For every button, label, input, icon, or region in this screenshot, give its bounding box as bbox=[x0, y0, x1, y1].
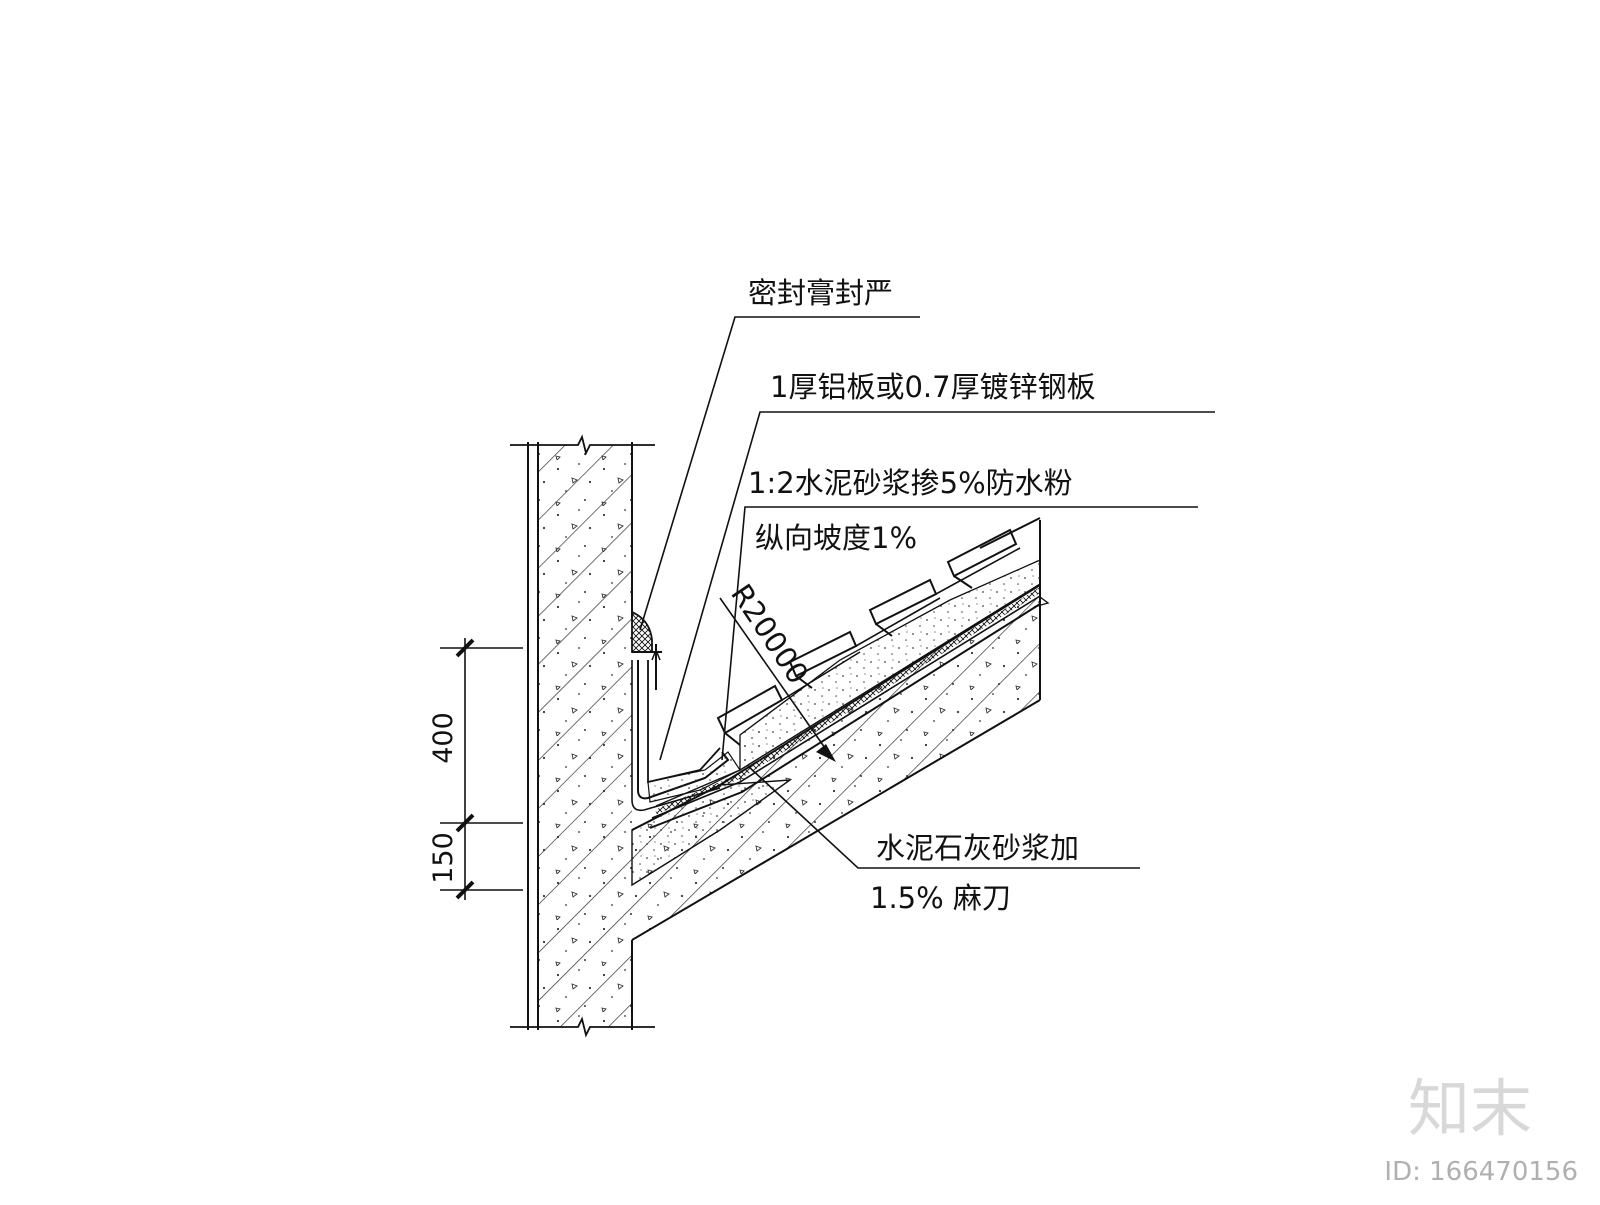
label-radius: R20000 bbox=[724, 578, 815, 690]
tile-underline bbox=[781, 547, 1021, 701]
wall-speckle bbox=[538, 445, 632, 1027]
roof-tiles bbox=[716, 517, 1041, 746]
tile-laps bbox=[724, 575, 973, 746]
gutter-flashing bbox=[631, 660, 741, 812]
tile-top-edge bbox=[979, 517, 1041, 549]
gutter-mortar-bed bbox=[647, 751, 741, 803]
dim-upper-value: 400 bbox=[428, 712, 459, 764]
label-flashing: 1厚铝板或0.7厚镀锌钢板 bbox=[770, 370, 1096, 404]
dim-tick-top bbox=[455, 638, 475, 658]
dim-tick-mid bbox=[455, 813, 475, 833]
watermark-logo: 知末 bbox=[1408, 1072, 1532, 1145]
concrete-wall bbox=[510, 434, 655, 1038]
leader-lines bbox=[639, 316, 1215, 869]
tile-4 bbox=[946, 528, 1018, 578]
slab-speckle bbox=[632, 585, 1040, 940]
leader-mortar bbox=[721, 506, 1198, 761]
break-line-bottom bbox=[510, 1016, 655, 1038]
dim-lower-value: 150 bbox=[428, 832, 459, 884]
fixing-head bbox=[651, 647, 661, 661]
dimension-chain bbox=[440, 638, 523, 900]
membrane-line-1 bbox=[649, 603, 1041, 829]
flashing-back bbox=[631, 660, 721, 812]
watermark-id: ID: 166470156 bbox=[1384, 1157, 1578, 1187]
sealant-joint bbox=[631, 610, 662, 690]
sealant-blob bbox=[631, 610, 653, 653]
screed-edge bbox=[740, 728, 760, 770]
break-line-top bbox=[510, 434, 655, 456]
label-lime-mortar-2: 1.5% 麻刀 bbox=[870, 881, 1011, 915]
leader-lime bbox=[747, 765, 1140, 869]
label-sealant: 密封膏封严 bbox=[748, 276, 893, 310]
membrane-crosshatch bbox=[655, 587, 1042, 815]
radius-arrow bbox=[816, 744, 836, 762]
label-lime-mortar-1: 水泥石灰砂浆加 bbox=[876, 831, 1079, 865]
membrane-line-2 bbox=[651, 595, 1041, 819]
dim-tick-bottom bbox=[455, 880, 475, 900]
leader-flashing bbox=[659, 411, 1215, 761]
leader-sealant bbox=[639, 316, 920, 631]
label-slope: 纵向坡度1% bbox=[755, 521, 917, 555]
label-mortar: 1:2水泥砂浆掺5%防水粉 bbox=[748, 466, 1073, 500]
radius-leader bbox=[719, 597, 833, 759]
slab-underside bbox=[631, 699, 1041, 941]
